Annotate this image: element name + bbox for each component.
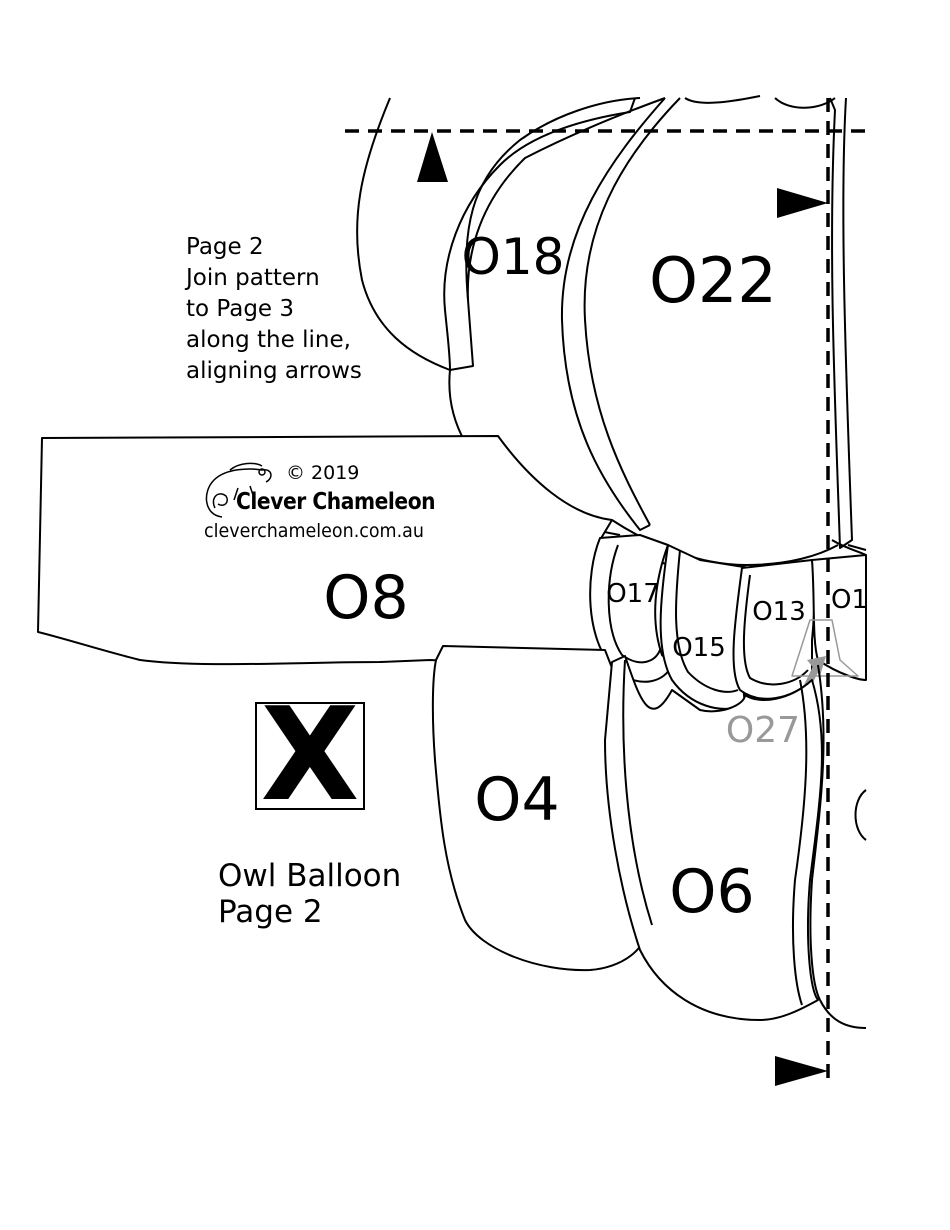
piece-o6-seam [622, 659, 653, 926]
piece-o18-inner [443, 97, 636, 371]
instruction-line: to Page 3 [186, 296, 295, 322]
piece-o13-inner [742, 574, 809, 686]
piece-o6-bottom [819, 999, 867, 1029]
test-square: X [255, 692, 365, 820]
label-o15: O15 [672, 633, 726, 663]
piece-o18-outline [356, 97, 641, 371]
piece-o8 [37, 435, 616, 669]
instruction-line: Page 2 [186, 234, 264, 260]
piece-o18-inner2 [466, 97, 666, 301]
join-instructions: Page 2 Join pattern to Page 3 along the … [186, 232, 362, 387]
piece-o13 [732, 559, 816, 700]
label-o1x: O1 [831, 585, 868, 615]
label-o4: O4 [474, 765, 559, 835]
piece-o22-outline2 [560, 97, 666, 531]
align-arrow-right-bottom-icon [775, 1056, 828, 1086]
pattern-page-number: Page 2 [218, 894, 323, 930]
piece-o22-right [829, 97, 853, 549]
label-o27: O27 [726, 710, 800, 751]
copyright-notice: © 2019 [286, 462, 360, 484]
brand-website: cleverchameleon.com.au [204, 520, 424, 542]
piece-o22-top [684, 95, 836, 109]
label-o13: O13 [752, 597, 806, 627]
instruction-line: aligning arrows [186, 358, 362, 384]
piece-o6 [604, 655, 823, 1021]
align-arrow-right-top-icon [777, 188, 828, 218]
o27-ghost-shape [791, 619, 859, 677]
instruction-line: Join pattern [186, 265, 320, 291]
pattern-name: Owl Balloon [218, 858, 402, 894]
piece-o15-inner [675, 549, 739, 693]
label-o17: O17 [606, 579, 660, 609]
piece-o22-outline [583, 97, 681, 526]
label-o6: O6 [669, 857, 754, 927]
piece-o6-right-seam [792, 664, 825, 1006]
label-o18: O18 [462, 228, 565, 286]
piece-o17-inner [607, 544, 661, 664]
instruction-line: along the line, [186, 327, 351, 353]
test-square-mark: X [260, 681, 360, 830]
piece-right-edge [854, 789, 867, 841]
label-o8: O8 [323, 563, 408, 633]
pattern-title: Owl Balloon Page 2 [218, 858, 401, 930]
brand-name: Clever Chameleon [236, 489, 436, 515]
label-o22: O22 [649, 244, 777, 317]
align-arrow-up-icon [417, 132, 448, 182]
chameleon-icon [205, 462, 272, 518]
